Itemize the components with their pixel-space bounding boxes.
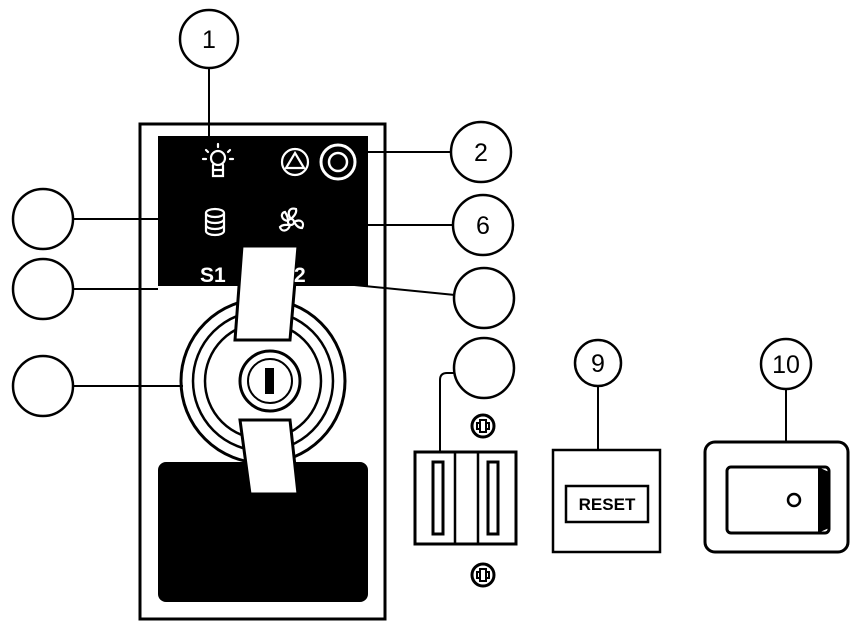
callout-disk-blank	[11, 187, 75, 251]
selector-label-s1: S1	[200, 264, 226, 287]
fan-icon	[278, 207, 305, 232]
connector-slot-right	[486, 460, 500, 536]
circle-triangle-icon	[280, 147, 310, 177]
callout-9-label: 9	[591, 350, 605, 378]
connector-body	[413, 450, 518, 546]
callout-1-label: 1	[202, 26, 216, 54]
plus-screw-icon	[470, 413, 496, 439]
plus-screw-icon	[470, 562, 496, 588]
callout-2-label: 2	[474, 139, 488, 167]
callout-1: 1	[178, 8, 240, 70]
callout-key-blank	[11, 354, 75, 418]
selector-label-s2: S2	[280, 264, 306, 287]
selector-handle-upper[interactable]	[233, 244, 300, 342]
callout-s2-blank	[452, 266, 516, 330]
callout-9: 9	[573, 338, 623, 388]
callout-10-label: 10	[772, 351, 800, 379]
keyhole	[265, 368, 274, 394]
lamp-icon	[201, 142, 235, 178]
reset-button-label: RESET	[579, 495, 636, 514]
rocker-switch-shadow	[818, 467, 829, 533]
disk-stack-icon	[204, 207, 226, 237]
callout-10: 10	[759, 337, 813, 391]
callout-6-label: 6	[476, 212, 490, 240]
rocker-switch-indicator	[786, 492, 802, 508]
lower-black-block	[158, 462, 368, 602]
callout-s1-blank	[11, 257, 75, 321]
selector-handle-lower[interactable]	[238, 418, 300, 496]
circle-ring-icon	[319, 143, 357, 181]
connector-left-edge	[439, 372, 457, 452]
reset-button[interactable]	[564, 484, 650, 524]
leader-line-s2	[323, 281, 456, 296]
callout-connector-blank	[452, 336, 516, 400]
connector-slot-left	[431, 460, 445, 536]
leader-lines	[73, 68, 787, 450]
callout-6: 6	[451, 193, 515, 257]
rocker-switch[interactable]	[725, 465, 831, 535]
callout-2: 2	[449, 120, 513, 184]
